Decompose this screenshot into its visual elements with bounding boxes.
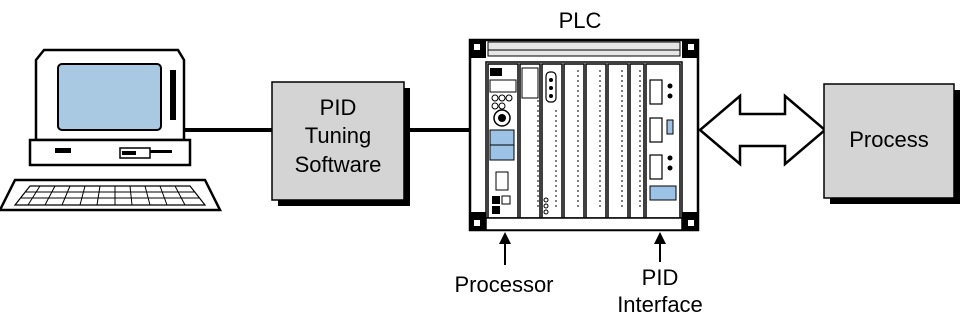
software-label-line2: Tuning [305,123,371,148]
io-module-1 [519,63,541,219]
plc-title: PLC [559,8,602,33]
io-module-6 [629,63,645,219]
pid-interface-label-line2: Interface [617,292,703,317]
io-module-3 [563,63,585,219]
software-label-line3: Software [295,152,382,177]
plc-rack-icon [468,38,700,232]
processor-callout-arrow [499,232,511,265]
io-module-4 [585,63,607,219]
pid-interface-callout-arrow [654,232,666,262]
pid-interface-label-line1: PID [642,265,679,290]
computer-icon [0,48,223,212]
io-module-5 [607,63,629,219]
pid-interface-module [645,63,681,219]
processor-module [487,63,519,219]
process-box: Process [823,83,960,204]
double-arrow-icon [698,93,827,167]
process-label: Process [849,127,928,152]
io-module-2 [541,63,563,219]
software-label-line1: PID [320,95,357,120]
processor-label: Processor [454,272,553,297]
pid-tuning-software-box: PID Tuning Software [271,81,410,206]
